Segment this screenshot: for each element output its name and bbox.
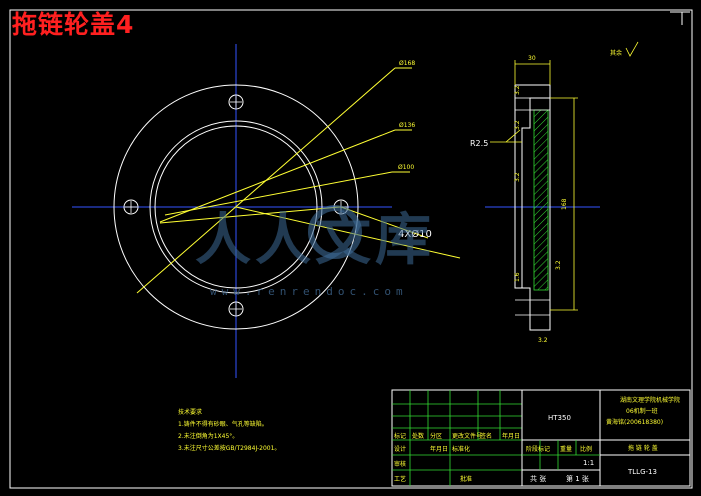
- holes-callout: 4XØ10: [398, 228, 432, 240]
- tech-heading: 技术要求: [178, 408, 202, 416]
- tb-review: 审核: [394, 460, 406, 468]
- side-fillet: R2.5: [470, 139, 488, 148]
- side-dimensions: [490, 60, 578, 311]
- tb-school-3: 黄海铭(200618380): [606, 418, 663, 426]
- watermark-brand: 人人文库: [195, 208, 435, 273]
- side-view: 30 168 R2.5 其余 3.2 3.2 3.2 3.2 3.2 1.6: [470, 41, 639, 344]
- dimension-leaders: [136, 67, 461, 294]
- outer-circle: [113, 84, 359, 330]
- callout-top: Ø168: [399, 60, 415, 67]
- section-hatch: [533, 109, 549, 291]
- tb-drawing-no: TLLG-13: [627, 468, 657, 476]
- surface-finish-note: 其余: [610, 49, 622, 57]
- inner-circle: [154, 125, 318, 289]
- tech-requirements: 技术要求 1.铸件不得有砂眼、气孔等缺陷。 2.未注倒角为1X45°。 3.未注…: [178, 408, 280, 452]
- tb-count: 处数: [412, 432, 424, 440]
- tb-standard: 标准化: [452, 445, 470, 453]
- tb-approve: 批准: [460, 475, 472, 483]
- bolt-hole-left: [123, 199, 139, 215]
- drawing-border: [9, 9, 693, 489]
- tb-scale: 比例: [580, 445, 592, 453]
- title-block: HT350 湖南文理学院机械学院 06机制一班 黄海铭(200618380) 拖…: [391, 389, 691, 487]
- tb-stage: 阶段标记: [526, 445, 550, 453]
- watermark-ring: [308, 205, 362, 259]
- tb-date-2: 年月日: [430, 445, 448, 453]
- tb-mark: 标记: [394, 432, 406, 440]
- front-view: Ø168 Ø136 Ø100 4XØ10: [72, 44, 461, 378]
- tb-change: 更改文件号: [452, 432, 482, 440]
- bolt-circle: [149, 120, 323, 294]
- tb-school-2: 06机制一班: [626, 407, 658, 415]
- tech-line-3: 3.未注尺寸公差按GB/T2984J-2001。: [178, 444, 280, 452]
- side-height-dim: 168: [561, 198, 568, 210]
- tb-scale-value: 1:1: [583, 459, 594, 467]
- roughness-3: 3.2: [555, 260, 562, 270]
- chamfer-note: 1.6: [514, 272, 521, 282]
- roughness-1: 3.2: [514, 85, 521, 95]
- side-top-width: 30: [528, 55, 536, 62]
- roughness-4: 3.2: [514, 120, 521, 130]
- bolt-hole-top: [228, 94, 244, 110]
- tb-design: 设计: [394, 445, 406, 453]
- tb-sheets: 共 张: [530, 474, 546, 483]
- tech-line-1: 1.铸件不得有砂眼、气孔等缺陷。: [178, 420, 268, 428]
- tb-zone: 分区: [430, 432, 442, 440]
- watermark-url: www.renrendoc.com: [210, 285, 408, 298]
- tb-weight: 重量: [560, 445, 572, 453]
- tb-date: 年月日: [502, 432, 520, 440]
- tb-material: HT350: [548, 414, 571, 422]
- side-flange-outline: [522, 97, 551, 331]
- callout-mid: Ø136: [399, 122, 415, 129]
- tb-process: 工艺: [394, 475, 406, 483]
- roughness-symbol-main: [625, 41, 639, 57]
- side-profile-outline: [514, 84, 551, 289]
- callout-low: Ø100: [398, 164, 414, 171]
- side-inner-lines: [515, 97, 550, 316]
- tb-sign: 签名: [480, 432, 492, 440]
- tb-part-name: 拖 链 轮 盖: [628, 444, 658, 452]
- tech-line-2: 2.未注倒角为1X45°。: [178, 432, 238, 440]
- tb-school-1: 湖南文理学院机械学院: [620, 396, 680, 404]
- roughness-bottom: 3.2: [538, 337, 548, 344]
- tb-sheet-no: 第 1 张: [566, 474, 589, 483]
- corner-marks: [670, 11, 690, 25]
- bolt-hole-bottom: [228, 301, 244, 317]
- page-title: 拖链轮盖4: [12, 10, 135, 39]
- roughness-2: 3.2: [514, 172, 521, 182]
